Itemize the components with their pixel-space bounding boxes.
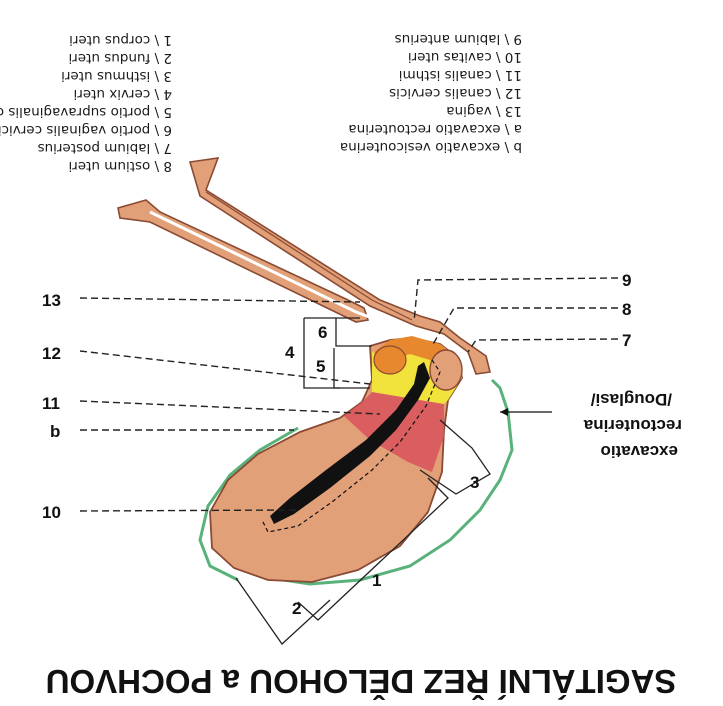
vagina-inner-edge bbox=[205, 191, 413, 321]
legend-left-8: 1 \ corpus uteri bbox=[69, 32, 172, 48]
vagina-lower-wall bbox=[117, 199, 370, 323]
legend-right-7: 9 \ labium anterius bbox=[395, 31, 522, 47]
vagina-upper-wall bbox=[188, 157, 491, 375]
labium-posterius bbox=[373, 345, 407, 375]
leader-11 bbox=[79, 400, 381, 415]
legend-left-6: 3 \ isthmus uteri bbox=[61, 68, 172, 84]
leader-9 bbox=[413, 277, 619, 323]
legend-left-4: 5 \ portio supravaginalis cervicis uteri bbox=[0, 104, 172, 120]
title-group: SAGITÁLNÍ ŘEZ DĚLOHOU a POCHVOU bbox=[46, 663, 677, 700]
body-brackets: 3 1 2 bbox=[235, 419, 491, 645]
cervical-canal-outline bbox=[261, 359, 441, 533]
legend-right-1: b \ excavatio vesicouterina bbox=[340, 139, 522, 155]
legend-right-3: 13 \ vagina bbox=[446, 103, 522, 119]
cervix-brackets: 4 6 5 bbox=[285, 317, 372, 389]
callout-4: 4 bbox=[285, 343, 295, 362]
callout-8: 8 bbox=[622, 300, 631, 319]
side-label-arrowhead bbox=[500, 408, 508, 416]
legend-right-2: a \ excavatio rectouterina bbox=[348, 121, 522, 137]
callout-5: 5 bbox=[316, 357, 325, 376]
legend-left-3: 6 \ portio vaginalis cervicis uteri bbox=[0, 122, 172, 138]
callout-11: 11 bbox=[42, 394, 60, 413]
peritoneum-posterior-line bbox=[237, 378, 514, 586]
callout-12: 12 bbox=[42, 344, 61, 363]
bracket-1 bbox=[297, 477, 449, 621]
callout-b: b bbox=[50, 422, 60, 441]
callout-10: 10 bbox=[42, 503, 61, 522]
legend-left-1: 8 \ ostium uteri bbox=[68, 158, 172, 174]
legend-right-6: 10 \ cavitas uteri bbox=[408, 49, 522, 65]
page-title: SAGITÁLNÍ ŘEZ DĚLOHOU a POCHVOU bbox=[46, 663, 677, 700]
labium-anterius bbox=[429, 349, 463, 391]
callout-9: 9 bbox=[622, 271, 631, 290]
bracket-4 bbox=[303, 318, 340, 389]
callout-7: 7 bbox=[622, 331, 631, 350]
legend-right-5: 11 \ canalis isthmi bbox=[399, 67, 522, 83]
legend: 8 \ ostium uteri 7 \ labium posterius 6 … bbox=[0, 31, 522, 174]
vagina-lumen-line bbox=[149, 210, 373, 320]
uterine-cavity bbox=[270, 362, 430, 524]
callout-6: 6 bbox=[318, 323, 327, 342]
leader-10 bbox=[79, 509, 297, 512]
callout-3: 3 bbox=[470, 473, 479, 492]
side-label-line-3: /Douglasi/ bbox=[590, 390, 672, 409]
legend-right-4: 12 \ canalis cervicis bbox=[389, 85, 522, 101]
side-label: excavatio rectouterina /Douglasi/ bbox=[583, 390, 682, 461]
legend-left-2: 7 \ labium posterius bbox=[38, 140, 172, 156]
bracket-2 bbox=[235, 577, 331, 645]
callout-2: 2 bbox=[292, 599, 301, 618]
leader-12 bbox=[79, 350, 371, 385]
side-label-line-2: rectouterina bbox=[583, 416, 682, 435]
legend-left-7: 2 \ fundus uteri bbox=[69, 50, 173, 66]
side-label-line-1: excavatio bbox=[601, 442, 679, 461]
leader-8 bbox=[431, 307, 618, 347]
callout-13: 13 bbox=[42, 291, 61, 310]
peritoneum-anterior-line bbox=[198, 426, 299, 582]
right-callouts: 9 8 7 bbox=[413, 271, 631, 353]
left-callouts: 13 12 11 b 10 bbox=[42, 291, 381, 522]
bracket-5 bbox=[333, 348, 370, 389]
legend-left-5: 4 \ cervix uteri bbox=[74, 86, 172, 102]
vagina bbox=[117, 157, 491, 375]
bracket-3 bbox=[419, 419, 491, 495]
bracket-6 bbox=[335, 318, 372, 347]
leader-7 bbox=[467, 338, 619, 353]
leader-13 bbox=[79, 297, 361, 303]
callout-1: 1 bbox=[372, 571, 381, 590]
